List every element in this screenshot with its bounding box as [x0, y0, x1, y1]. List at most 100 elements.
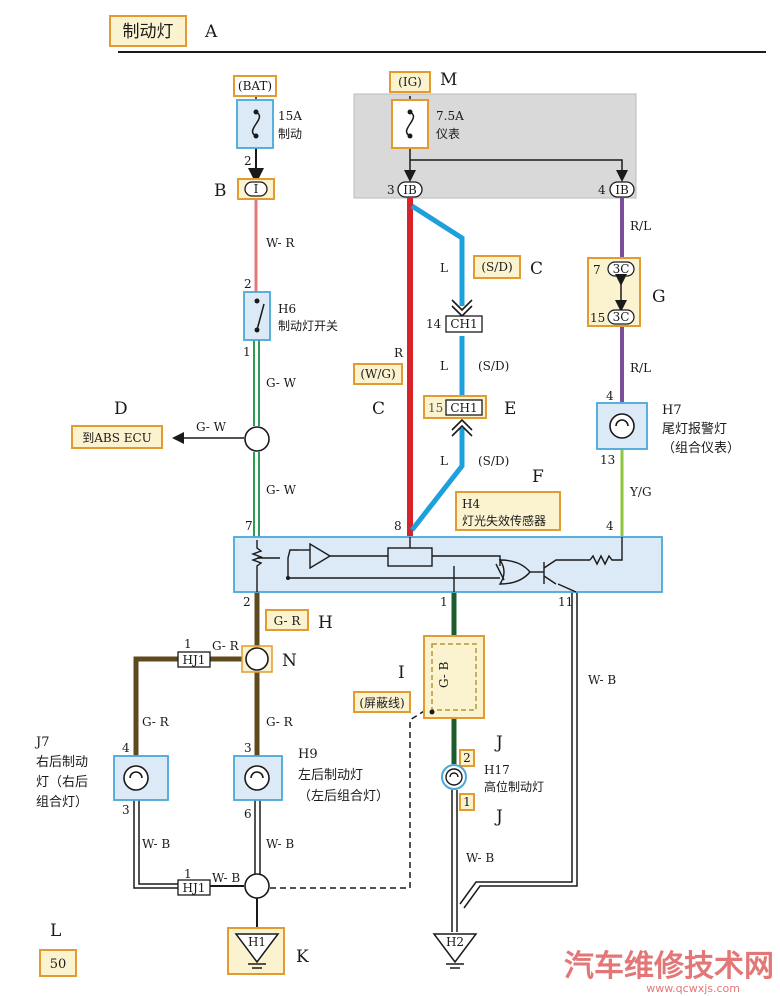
h4-name: 灯光失效传感器	[462, 513, 546, 528]
marker-e: E	[504, 399, 516, 419]
label-g-r-box: G- R	[274, 614, 302, 628]
connector-ch1-top	[445, 315, 483, 333]
label-s-d-1: (S/D)	[481, 260, 512, 274]
label-r: R	[394, 346, 404, 360]
j7-code: J7	[34, 735, 49, 750]
connector-ib-left	[397, 181, 423, 198]
label-y-g: Y/G	[629, 485, 652, 499]
ground-icon	[234, 933, 280, 964]
connector-ib-right	[609, 181, 635, 198]
connector-hj1-top	[177, 651, 211, 668]
fuse-15a	[236, 99, 274, 149]
h9-code: H9	[298, 747, 318, 762]
label-s-d-3: (S/D)	[478, 454, 509, 468]
ib-right-label: IB	[615, 183, 629, 197]
ground-h2-label: H2	[446, 935, 464, 949]
h6-code: H6	[278, 302, 296, 316]
connector-i: I	[254, 182, 259, 196]
marker-j-2: J	[494, 807, 503, 827]
label-l-3: L	[440, 454, 448, 468]
h17-name: 高位制动灯	[484, 779, 544, 794]
bat-box	[233, 75, 277, 97]
ig-label: (IG)	[398, 75, 422, 89]
abs-ecu-box	[71, 425, 163, 449]
h17-top-pin: 2	[463, 751, 471, 765]
s-d-box	[473, 255, 521, 279]
label-w-b-1: W- B	[142, 837, 170, 851]
wire-w-b-right	[138, 800, 178, 885]
page-number: 50	[50, 957, 67, 972]
c3-top-label: 3C	[613, 262, 630, 276]
ground-h1-label: H1	[248, 935, 266, 949]
h6-bot-pin: 1	[243, 345, 251, 359]
marker-l: L	[50, 921, 61, 941]
h9-bot-pin: 6	[244, 807, 252, 821]
label-g-r-1: G- R	[212, 639, 240, 653]
label-w-b-5: W- B	[212, 871, 240, 885]
wire-l-upper	[410, 203, 465, 306]
label-w-b-3: W- B	[466, 851, 494, 865]
h17-top-pin-box	[459, 749, 475, 767]
j7-top-pin: 4	[122, 741, 130, 755]
h4-pin-8: 8	[394, 519, 402, 533]
page-title: 制动灯	[123, 22, 174, 42]
splice-ground	[244, 873, 270, 899]
c3-top-pin: 7	[593, 263, 601, 277]
h6-top-pin: 2	[244, 277, 252, 291]
bulb-icon	[244, 765, 270, 791]
lamp-h7-box	[596, 402, 648, 450]
label-w-g: (W/G)	[360, 367, 395, 381]
ch1-bot-pin: 15	[428, 401, 443, 415]
h7-bot-pin: 13	[600, 453, 615, 467]
bulb-icon	[123, 765, 149, 791]
h7-top-pin: 4	[606, 389, 614, 403]
label-s-d-2: (S/D)	[478, 359, 509, 373]
ch1-bottom-label: CH1	[450, 401, 477, 415]
label-g-w-1: G- W	[266, 376, 297, 390]
h9-name-2: （左后组合灯）	[298, 789, 389, 804]
shield-wire	[270, 705, 433, 889]
wire-ig-to-4ib	[410, 159, 628, 182]
bat-label: (BAT)	[238, 79, 272, 93]
title-box	[109, 15, 187, 47]
fuse1-name: 制动	[278, 127, 302, 141]
marker-a: A	[204, 22, 218, 42]
marker-h: H	[318, 613, 333, 633]
label-g-r-2: G- R	[142, 715, 170, 729]
h4-label-box	[455, 491, 561, 531]
marker-n: N	[282, 651, 297, 671]
marker-m: M	[440, 70, 457, 90]
ch1-top-pin: 14	[426, 317, 442, 331]
h4-pin-1: 1	[440, 595, 448, 609]
shield-outline	[431, 643, 477, 711]
ig-box	[389, 71, 431, 93]
h4-sensor-body	[233, 536, 663, 593]
fuse1-pin: 2	[244, 154, 252, 168]
fuse2-rating: 7.5A	[436, 109, 464, 123]
hj1-top-pin: 1	[184, 637, 192, 651]
label-g-w-3: G- W	[266, 483, 297, 497]
label-shield: (屏蔽线)	[359, 696, 404, 710]
page-number-box	[39, 949, 77, 977]
h4-pin-11: 11	[558, 595, 573, 609]
h7-code: H7	[662, 403, 682, 418]
marker-c-1: C	[530, 259, 543, 279]
marker-i: I	[398, 663, 405, 683]
hj1-top-label: HJ1	[183, 653, 206, 667]
ib-left-pin: 3	[387, 183, 395, 197]
bulb-icon	[445, 768, 463, 786]
switch-icon	[256, 303, 265, 331]
marker-j-1: J	[494, 733, 503, 753]
h17-bot-pin-box	[459, 793, 475, 811]
label-g-b: G- B	[437, 661, 451, 688]
h4-code: H4	[462, 497, 480, 511]
c3-bot-label: 3C	[613, 310, 630, 324]
h7-name-2: （组合仪表）	[662, 441, 740, 456]
h4-pin-7: 7	[245, 519, 253, 533]
g-r-box	[265, 609, 309, 631]
fuse-icon	[405, 111, 415, 137]
label-l-1: L	[440, 261, 448, 275]
fuse1-rating: 15A	[278, 109, 302, 123]
label-w-r: W- R	[266, 236, 295, 250]
